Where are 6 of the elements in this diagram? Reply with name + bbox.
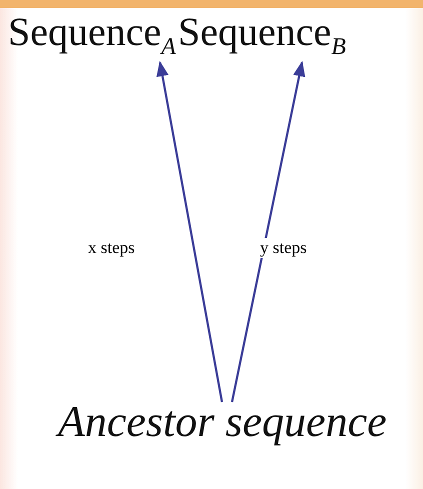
arrow xyxy=(156,60,224,402)
arrow xyxy=(230,60,306,402)
sequence-label: Ancestor sequence xyxy=(58,398,387,446)
sequence-label: Sequence$_{A}$ xyxy=(8,10,176,60)
edge-label: y steps xyxy=(258,238,309,258)
sequence-label: Sequence$_{B}$ xyxy=(178,10,346,60)
